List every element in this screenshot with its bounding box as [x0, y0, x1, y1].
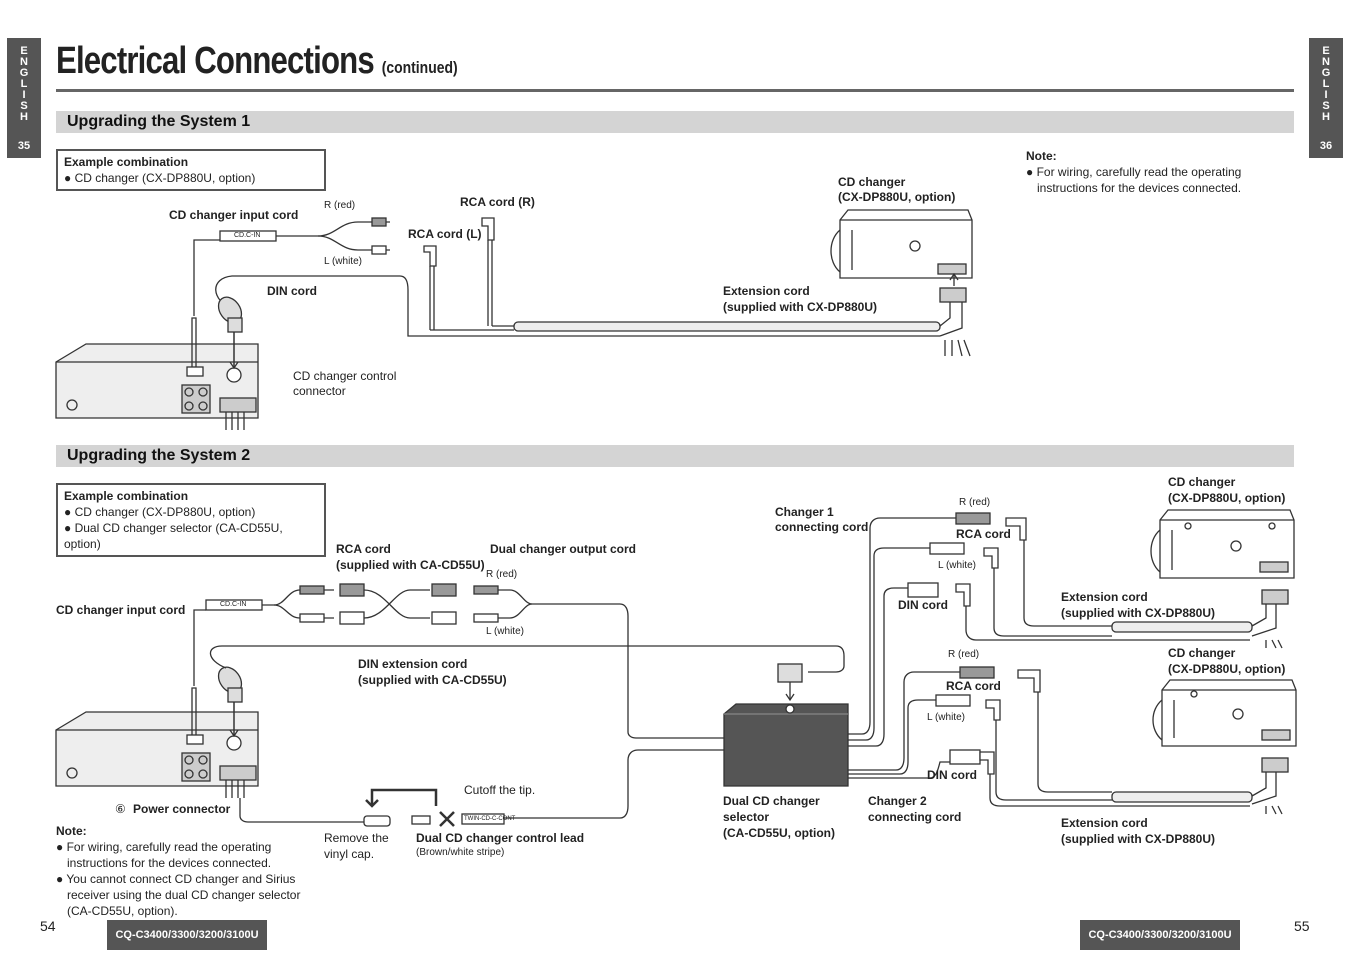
cd-in-tag: CD.C-IN — [220, 601, 247, 608]
changer2-cord-label-1: Changer 2 — [868, 794, 927, 808]
l-white-label: L (white) — [486, 626, 524, 637]
cd-changer-unit-a — [1150, 509, 1295, 579]
example-heading: Example combination — [64, 489, 189, 503]
selector-label-3: (CA-CD55U, option) — [723, 826, 835, 840]
page-number-left: 54 — [40, 918, 56, 934]
car-stereo-unit-1 — [55, 343, 259, 430]
control-connector-label-1: CD changer control — [293, 369, 397, 383]
note-line: ● For wiring, carefully read the operati… — [1026, 165, 1242, 179]
control-connector-label-2: connector — [293, 384, 346, 398]
remove-vinyl-cap-label-2: vinyl cap. — [324, 847, 375, 861]
din-extension-cord-label-1: DIN extension cord — [358, 657, 468, 671]
control-lead-sub-label: (Brown/white stripe) — [416, 847, 505, 858]
page-title-main: Electrical Connections — [56, 40, 375, 82]
extension-cord-label-b1: Extension cord — [1061, 816, 1148, 830]
section-page-number: 35 — [17, 140, 31, 152]
rca-cord-label: RCA cord — [956, 527, 1011, 541]
example-combination-box-2: Example combination ● CD changer (CX-DP8… — [56, 483, 326, 557]
note-2: Note: ● For wiring, carefully read the o… — [56, 823, 316, 919]
extension-cord-label-a2: (supplied with CX-DP880U) — [1061, 606, 1216, 620]
example-item: ● CD changer (CX-DP880U, option) — [64, 505, 256, 519]
note-line: (CA-CD55U, option). — [67, 904, 178, 918]
rca-cord-label: RCA cord — [946, 679, 1001, 693]
cd-changer-label-1: CD changer — [838, 175, 906, 189]
note-line: instructions for the devices connected. — [1037, 181, 1242, 195]
note-line: ● For wiring, carefully read the operati… — [56, 840, 272, 854]
power-connector-label: Power connector — [133, 802, 231, 816]
note-heading: Note: — [56, 824, 87, 838]
din-cord-label: DIN cord — [898, 598, 949, 612]
car-stereo-unit-2 — [55, 711, 259, 798]
page-title: Electrical Connections (continued) — [56, 40, 458, 83]
din-cord-label: DIN cord — [267, 284, 318, 298]
title-rule — [56, 89, 1294, 92]
l-white-label: L (white) — [938, 560, 976, 571]
note-line: instructions for the devices connected. — [67, 856, 272, 870]
language-tab-right: E N G L I S H 36 — [1309, 38, 1343, 158]
example-combination-box-1: Example combination ● CD changer (CX-DP8… — [56, 149, 326, 191]
section-bar-1: Upgrading the System 1 — [56, 111, 1294, 133]
twin-cd-tag: TWIN-CD-C-CONT — [464, 816, 516, 822]
example-heading: Example combination — [64, 155, 189, 169]
page-title-sub: (continued) — [381, 58, 458, 77]
cd-changer-label-a2: (CX-DP880U, option) — [1168, 491, 1286, 505]
l-white-label: L (white) — [324, 256, 362, 267]
r-red-label: R (red) — [324, 200, 356, 211]
extension-cord-label-1: Extension cord — [723, 284, 810, 298]
din-extension-cord-label-2: (supplied with CA-CD55U) — [358, 673, 507, 687]
note-line: receiver using the dual CD changer selec… — [67, 888, 301, 902]
section-page-number: 36 — [1319, 140, 1333, 152]
section-bar-2: Upgrading the System 2 — [56, 445, 1294, 467]
extension-cord-label-b2: (supplied with CX-DP880U) — [1061, 832, 1216, 846]
model-tab-right: CQ-C3400/3300/3200/3100U — [1080, 920, 1240, 950]
model-tab-left: CQ-C3400/3300/3200/3100U — [107, 920, 267, 950]
language-tab-left: E N G L I S H 35 — [7, 38, 41, 158]
section-heading-2: Upgrading the System 2 — [67, 447, 251, 464]
selector-label-1: Dual CD changer — [723, 794, 820, 808]
extension-cord-label-a1: Extension cord — [1061, 590, 1148, 604]
language-tab-letters: E N G L I S H — [19, 45, 29, 123]
example-item: ● CD changer (CX-DP880U, option) — [64, 171, 256, 185]
control-lead-label: Dual CD changer control lead — [416, 831, 585, 845]
r-red-label: R (red) — [486, 569, 518, 580]
dual-cd-changer-selector — [723, 703, 849, 787]
extension-cord-label-2: (supplied with CX-DP880U) — [723, 300, 878, 314]
language-tab-letters: E N G L I S H — [1321, 45, 1331, 123]
cd-changer-input-cord-label: CD changer input cord — [169, 208, 299, 222]
cd-changer-unit-b — [1152, 679, 1297, 747]
changer1-cord-label-2: connecting cord — [775, 520, 869, 534]
note-heading: Note: — [1026, 149, 1057, 163]
r-red-label: R (red) — [948, 649, 980, 660]
rca-cord-label-1: RCA cord — [336, 542, 391, 556]
cd-changer-unit-1 — [830, 209, 973, 286]
rca-cord-label-2: (supplied with CA-CD55U) — [336, 558, 485, 572]
changer1-cord-label-1: Changer 1 — [775, 505, 834, 519]
cd-changer-input-cord-label: CD changer input cord — [56, 603, 186, 617]
note-line: ● You cannot connect CD changer and Siri… — [56, 872, 296, 886]
rca-cord-l-label: RCA cord (L) — [408, 227, 482, 241]
dual-changer-output-cord-label: Dual changer output cord — [490, 542, 637, 556]
selector-label-2: selector — [723, 810, 770, 824]
cd-changer-label-a1: CD changer — [1168, 475, 1236, 489]
changer2-cord-label-2: connecting cord — [868, 810, 962, 824]
page-number-right: 55 — [1294, 918, 1310, 934]
din-cord-label: DIN cord — [927, 768, 978, 782]
power-connector-number: ⑥ — [115, 802, 126, 816]
l-white-label: L (white) — [927, 712, 965, 723]
example-item: ● Dual CD changer selector (CA-CD55U, op… — [64, 521, 283, 551]
cutoff-tip-label: Cutoff the tip. — [464, 783, 536, 797]
cd-changer-label-b2: (CX-DP880U, option) — [1168, 662, 1286, 676]
note-1: Note: ● For wiring, carefully read the o… — [1026, 148, 1241, 196]
cd-changer-label-b1: CD changer — [1168, 646, 1236, 660]
remove-vinyl-cap-label-1: Remove the — [324, 831, 389, 845]
rca-cord-r-label: RCA cord (R) — [460, 195, 535, 209]
r-red-label: R (red) — [959, 497, 991, 508]
section-heading-1: Upgrading the System 1 — [67, 113, 251, 130]
cd-changer-label-2: (CX-DP880U, option) — [838, 190, 956, 204]
cd-in-tag: CD.C-IN — [234, 232, 261, 239]
